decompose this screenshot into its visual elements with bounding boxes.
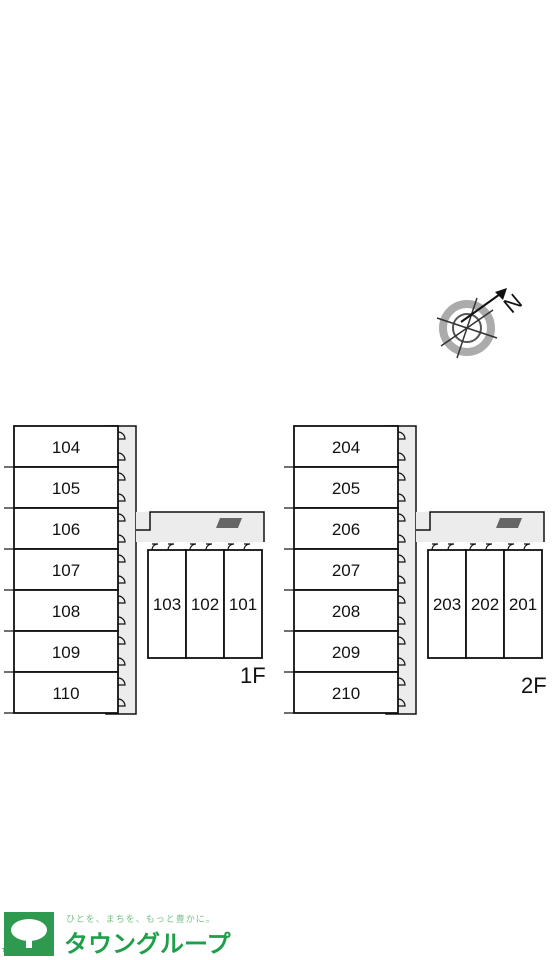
door-swing-icon	[117, 616, 126, 625]
stairs-icon	[216, 518, 242, 528]
door-swing-icon	[189, 543, 197, 551]
door-swing-icon	[397, 534, 406, 543]
door-swing-icon	[397, 657, 406, 666]
unit-label-204: 204	[332, 438, 360, 457]
unit-110	[13, 671, 119, 714]
door-swing-icon	[469, 543, 477, 551]
logo-sub: TOWN GROUP	[2, 948, 38, 954]
door-swing-icon	[397, 677, 406, 686]
floor-2-label: 2F	[521, 673, 547, 698]
tree-logo-icon	[4, 912, 54, 956]
floor-1-label: 1F	[240, 663, 266, 688]
door-swing-icon	[243, 543, 251, 551]
unit-label-210: 210	[332, 684, 360, 703]
unit-202	[465, 549, 505, 659]
unit-108	[13, 589, 119, 632]
brand-logo: ひとを、まちを、もっと豊かに。 タウングループ TOWN GROUP	[0, 908, 300, 960]
unit-label-104: 104	[52, 438, 80, 457]
unit-102	[185, 549, 225, 659]
door-swing-icon	[117, 677, 126, 686]
logo-name: タウングループ	[64, 930, 231, 958]
unit-label-102: 102	[191, 595, 219, 614]
door-swing-icon	[397, 575, 406, 584]
door-swing-icon	[227, 543, 235, 551]
door-swing-icon	[397, 452, 406, 461]
unit-205	[293, 466, 399, 509]
door-swing-icon	[397, 472, 406, 481]
door-swing-icon	[117, 431, 126, 440]
stairs-icon	[496, 518, 522, 528]
door-swing-icon	[523, 543, 531, 551]
door-swing-icon	[117, 595, 126, 604]
compass: N	[436, 288, 527, 359]
unit-210	[293, 671, 399, 714]
unit-label-105: 105	[52, 479, 80, 498]
unit-label-103: 103	[153, 595, 181, 614]
floor-2-plan: 204 205 206 207 208 209 210 203 202 201	[284, 425, 545, 715]
unit-207	[293, 548, 399, 591]
unit-label-101: 101	[229, 595, 257, 614]
door-swing-icon	[117, 698, 126, 707]
door-swing-icon	[117, 534, 126, 543]
unit-107	[13, 548, 119, 591]
logo-tagline: ひとを、まちを、もっと豊かに。	[66, 915, 216, 925]
unit-101	[223, 549, 263, 659]
door-swing-icon	[397, 493, 406, 502]
door-swing-icon	[117, 452, 126, 461]
corridor	[416, 512, 544, 542]
unit-109	[13, 630, 119, 673]
unit-105	[13, 466, 119, 509]
unit-label-110: 110	[52, 684, 79, 703]
door-swing-icon	[397, 554, 406, 563]
door-swing-icon	[117, 636, 126, 645]
door-swing-icon	[431, 543, 439, 551]
door-swing-icon	[117, 657, 126, 666]
unit-label-107: 107	[52, 561, 80, 580]
unit-label-203: 203	[433, 595, 461, 614]
door-swing-icon	[397, 616, 406, 625]
unit-label-109: 109	[52, 643, 80, 662]
door-swing-icon	[507, 543, 515, 551]
corridor-wall	[136, 511, 265, 542]
door-swing-icon	[397, 595, 406, 604]
door-swing-icon	[397, 698, 406, 707]
door-swing-icon	[397, 636, 406, 645]
door-swing-icon	[117, 554, 126, 563]
floor-1-plan: 104 105 106 107 108 109 110 103 102 101	[4, 425, 265, 715]
unit-label-205: 205	[332, 479, 360, 498]
unit-204	[293, 425, 399, 468]
door-swing-icon	[397, 431, 406, 440]
door-swing-icon	[117, 513, 126, 522]
unit-label-108: 108	[52, 602, 80, 621]
unit-label-206: 206	[332, 520, 360, 539]
unit-label-207: 207	[332, 561, 360, 580]
unit-106	[13, 507, 119, 550]
door-swing-icon	[205, 543, 213, 551]
unit-104	[13, 425, 119, 468]
unit-label-201: 201	[509, 595, 537, 614]
door-swing-icon	[117, 472, 126, 481]
corridor	[136, 512, 264, 542]
door-swing-icon	[117, 493, 126, 502]
door-swing-icon	[397, 513, 406, 522]
unit-206	[293, 507, 399, 550]
door-swing-icon	[151, 543, 159, 551]
unit-label-209: 209	[332, 643, 360, 662]
unit-label-106: 106	[52, 520, 80, 539]
door-swing-icon	[485, 543, 493, 551]
unit-label-208: 208	[332, 602, 360, 621]
unit-label-202: 202	[471, 595, 499, 614]
corridor-wall	[416, 511, 545, 542]
unit-201	[503, 549, 543, 659]
door-swing-icon	[167, 543, 175, 551]
door-swing-icon	[447, 543, 455, 551]
door-swing-icon	[117, 575, 126, 584]
compass-arrow-icon	[495, 288, 507, 300]
